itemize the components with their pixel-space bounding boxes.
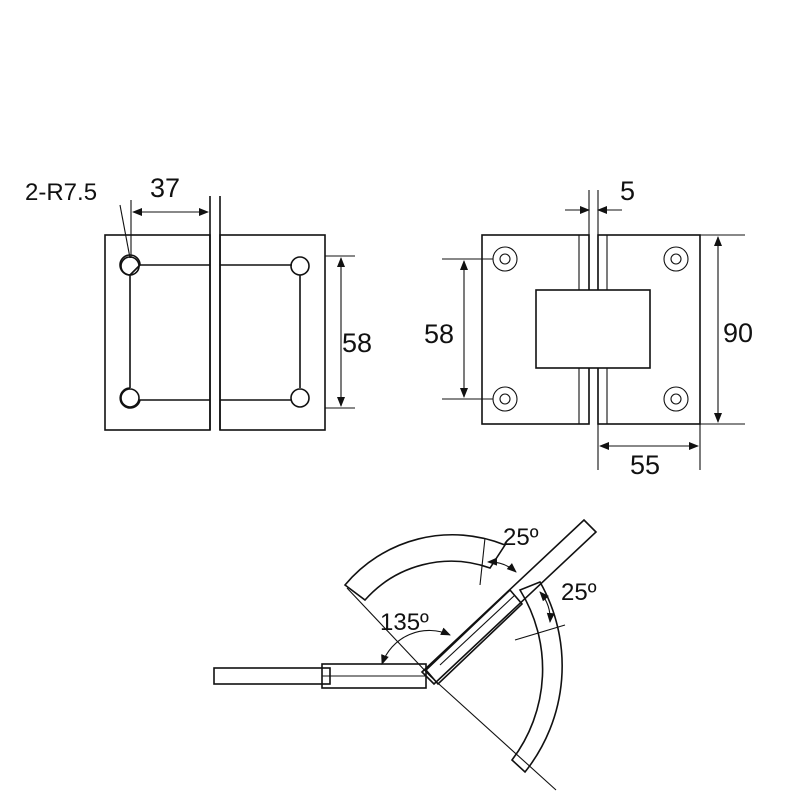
hinge-body-swing: [424, 588, 524, 686]
right-plate: [219, 234, 326, 431]
right-top-slot: [290, 256, 310, 276]
screw-bottom-left: [492, 386, 518, 412]
swing-glass-panel: [420, 518, 598, 686]
upper-arc-band: [343, 534, 507, 602]
angle-view: 135º 25º 25º: [213, 518, 598, 791]
gap-label: 5: [620, 176, 635, 206]
open-angle-label: 135º: [380, 609, 429, 636]
angle-a-ext: [479, 537, 486, 586]
center-block: [535, 289, 651, 369]
angle-b-label: 25º: [561, 579, 597, 606]
open-angle-arc: [381, 627, 451, 665]
right-inner-outline: [220, 264, 301, 401]
fixed-glass-panel: [213, 667, 331, 685]
swing-limit-line: [429, 675, 557, 791]
angle-a-label: 25º: [503, 524, 539, 551]
left-bottom-slot: [120, 388, 140, 408]
screw-bottom-right: [663, 386, 689, 412]
side-width-label: 55: [630, 450, 660, 480]
angle-b-ext: [514, 624, 566, 641]
angle-a-arc: [487, 557, 517, 573]
radius-leader: [119, 204, 131, 259]
front-view: 2-R7.5 37 58: [25, 173, 372, 431]
angle-b-arc: [539, 591, 555, 623]
screw-top-right: [663, 246, 689, 272]
width-label: 37: [150, 173, 180, 203]
screw-top-left: [492, 246, 518, 272]
right-bottom-slot: [290, 388, 310, 408]
spacing-label: 58: [424, 319, 454, 349]
right-arc-band: [510, 580, 563, 774]
left-top-slot: [120, 256, 140, 276]
side-view: 5 58 90 55: [424, 176, 753, 480]
left-inner-outline: [119, 254, 210, 409]
swing-panel-line: [439, 594, 516, 666]
height-label: 58: [342, 328, 372, 358]
radius-label: 2-R7.5: [25, 179, 97, 206]
side-height-label: 90: [723, 318, 753, 348]
